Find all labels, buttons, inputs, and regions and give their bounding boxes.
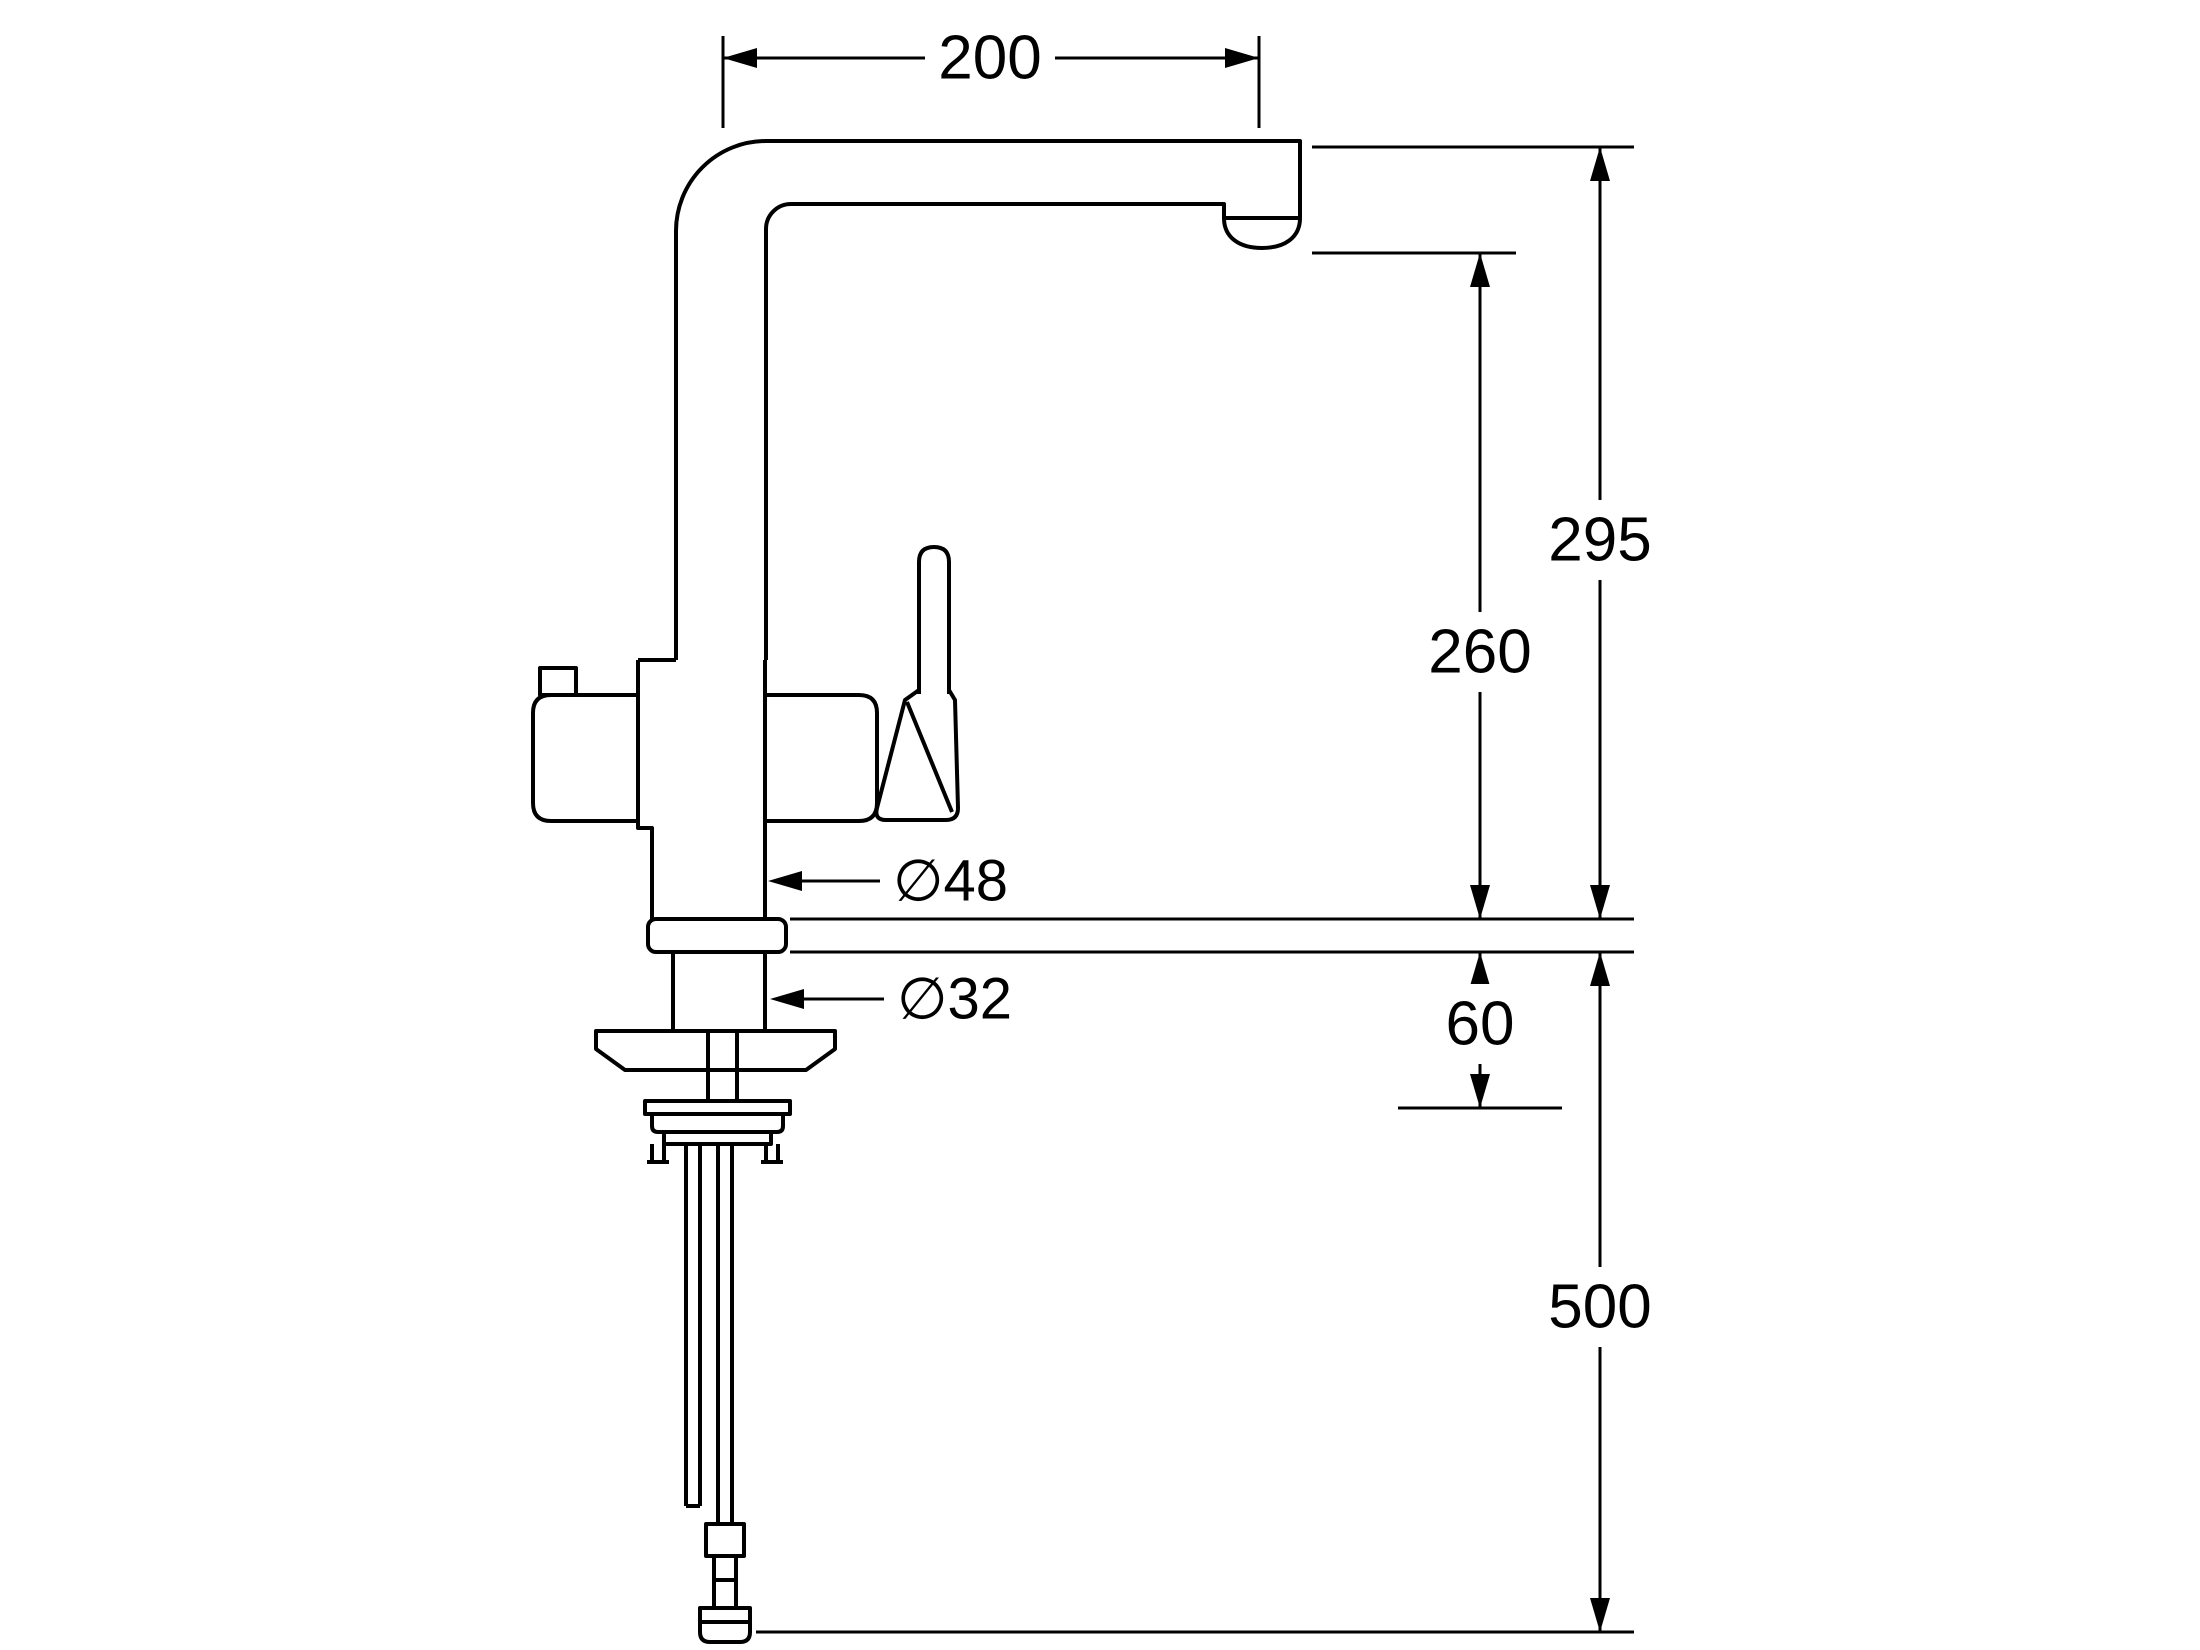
- arrowheads: [723, 48, 1610, 1632]
- right-valve-box: [765, 693, 879, 823]
- arrow-260-top: [1470, 253, 1490, 287]
- arrow-dia48: [768, 871, 802, 891]
- dimension-labels: 200 295 260 60 500 ∅48 ∅32: [893, 24, 1652, 1342]
- arrow-295-top: [1590, 147, 1610, 181]
- supply-hose-left: [684, 1144, 702, 1508]
- handle-base-seam: [905, 701, 954, 813]
- hose-connector-nut: [698, 1606, 752, 1644]
- arrow-295-bottom: [1590, 885, 1610, 919]
- supply-hose-right: [716, 1144, 734, 1524]
- dia-32-label: ∅32: [897, 967, 1012, 1032]
- arrow-200-right: [1225, 48, 1259, 68]
- dim-200-label: 200: [938, 24, 1041, 93]
- arrow-500-bottom: [1590, 1598, 1610, 1632]
- dim-295-label: 295: [1548, 506, 1651, 575]
- shank-pipe: [671, 952, 767, 1031]
- base-plate: [594, 1029, 837, 1072]
- arrow-60-top: [1470, 952, 1490, 986]
- arrow-60-bottom: [1470, 1074, 1490, 1108]
- arrow-500-top: [1590, 952, 1610, 986]
- hose-connector-stem: [712, 1556, 738, 1608]
- faucet-figure: [531, 139, 1302, 1644]
- text-masks: [925, 18, 1665, 1347]
- mounting-collar: [662, 1130, 773, 1146]
- mounting-stud-right: [761, 1144, 783, 1164]
- body-column: [636, 658, 767, 919]
- handle-lever-rod: [917, 545, 951, 694]
- arrow-dia32: [770, 989, 804, 1009]
- dim-500-label: 500: [1548, 1273, 1651, 1342]
- left-valve-box: [531, 693, 638, 823]
- flange-ring: [646, 917, 788, 954]
- dim-60-label: 60: [1446, 990, 1515, 1059]
- mounting-stud-left: [647, 1144, 669, 1164]
- faucet-spout-riser: [674, 139, 1302, 660]
- extension-lines: [721, 36, 1634, 1634]
- dimension-lines: [723, 56, 1602, 1632]
- dim-260-label: 260: [1428, 618, 1531, 687]
- valve-button: [538, 666, 578, 697]
- mounting-nut: [650, 1112, 785, 1134]
- arrow-260-bottom: [1470, 885, 1490, 919]
- base-plate-stem: [706, 1031, 739, 1101]
- hose-connector-body: [704, 1522, 746, 1558]
- dia-48-label: ∅48: [893, 849, 1008, 914]
- arrow-200-left: [723, 48, 757, 68]
